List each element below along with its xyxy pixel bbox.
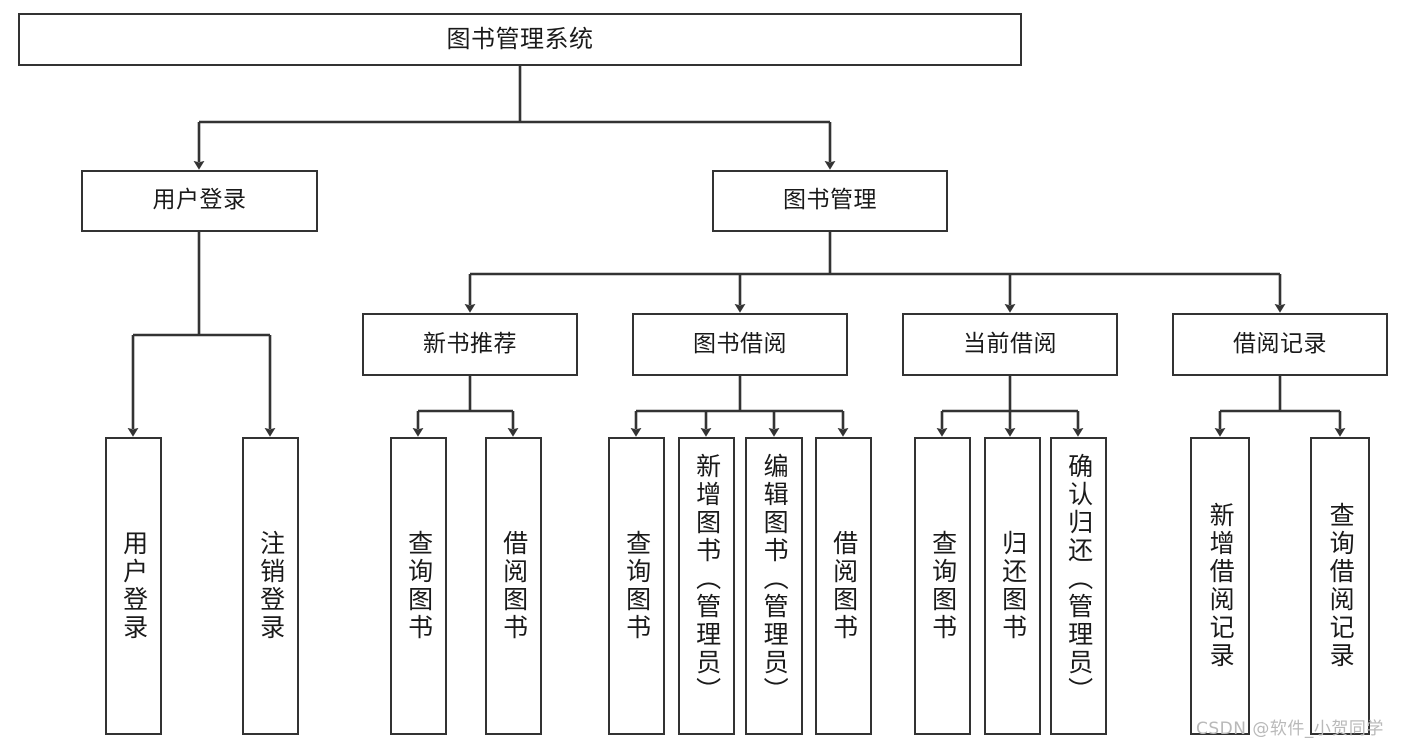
node-label: 用户登录 xyxy=(152,187,247,214)
node-borrow-record[interactable]: 借阅记录 xyxy=(1172,313,1388,376)
leaf-query-book-new-recommend[interactable]: 查询图书 xyxy=(390,437,447,735)
node-label: 图书管理 xyxy=(783,187,877,214)
node-label: 新书推荐 xyxy=(423,330,517,357)
node-label: 图书管理系统 xyxy=(446,25,594,54)
node-label: 借阅图书 xyxy=(499,530,529,642)
leaf-query-book-current[interactable]: 查询图书 xyxy=(914,437,971,735)
node-book-borrow[interactable]: 图书借阅 xyxy=(632,313,848,376)
leaf-user-login[interactable]: 用户登录 xyxy=(105,437,162,735)
node-label: 当前借阅 xyxy=(963,330,1057,357)
node-label: 借阅图书 xyxy=(829,530,859,642)
node-label: 新增借阅记录 xyxy=(1206,502,1236,670)
node-user-login[interactable]: 用户登录 xyxy=(81,170,318,232)
node-label: 图书借阅 xyxy=(693,330,787,357)
node-label: 用户登录 xyxy=(119,530,149,642)
leaf-add-book-admin[interactable]: 新增图书（管理员） xyxy=(678,437,735,735)
leaf-borrow-book-borrow[interactable]: 借阅图书 xyxy=(815,437,872,735)
node-new-book-recommend[interactable]: 新书推荐 xyxy=(362,313,578,376)
leaf-edit-book-admin[interactable]: 编辑图书（管理员） xyxy=(745,437,803,735)
node-label: 查询图书 xyxy=(928,530,958,642)
leaf-logout-login[interactable]: 注销登录 xyxy=(242,437,299,735)
node-current-borrow[interactable]: 当前借阅 xyxy=(902,313,1118,376)
csdn-watermark: CSDN @软件_小贺同学 xyxy=(1196,719,1384,739)
leaf-add-borrow-record[interactable]: 新增借阅记录 xyxy=(1190,437,1250,735)
leaf-borrow-book-new-recommend[interactable]: 借阅图书 xyxy=(485,437,542,735)
node-root-book-management-system[interactable]: 图书管理系统 xyxy=(18,13,1022,66)
node-label: 编辑图书（管理员） xyxy=(760,453,790,705)
leaf-query-borrow-record[interactable]: 查询借阅记录 xyxy=(1310,437,1370,735)
leaf-query-book-borrow[interactable]: 查询图书 xyxy=(608,437,665,735)
leaf-confirm-return-admin[interactable]: 确认归还（管理员） xyxy=(1050,437,1107,735)
node-label: 归还图书 xyxy=(998,530,1028,642)
node-label: 新增图书（管理员） xyxy=(692,453,722,705)
leaf-return-book[interactable]: 归还图书 xyxy=(984,437,1041,735)
node-label: 查询图书 xyxy=(622,530,652,642)
node-label: 注销登录 xyxy=(256,530,286,642)
node-label: 借阅记录 xyxy=(1233,330,1327,357)
node-label: 查询图书 xyxy=(404,530,434,642)
node-book-management[interactable]: 图书管理 xyxy=(712,170,948,232)
node-label: 确认归还（管理员） xyxy=(1064,453,1094,705)
node-label: 查询借阅记录 xyxy=(1326,502,1356,670)
